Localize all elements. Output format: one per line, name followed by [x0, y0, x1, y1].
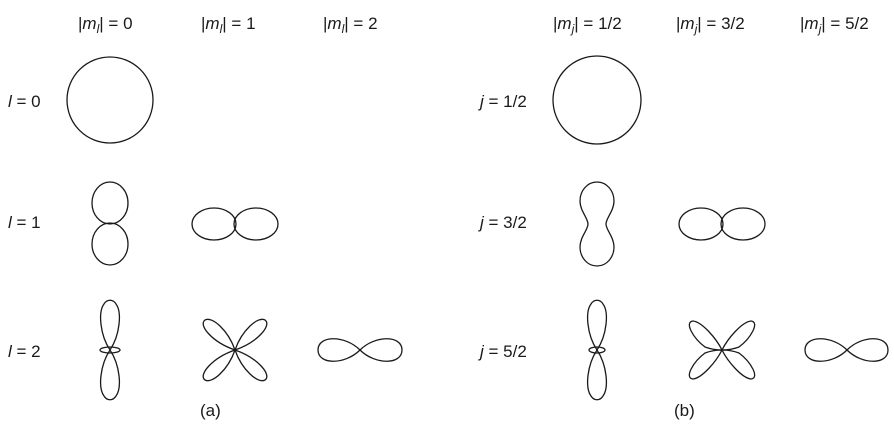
shape-b-j5-2-mj3-2-butterfly	[688, 320, 756, 380]
panel-a-col-header-ml-0: |ml| = 0	[78, 14, 133, 36]
panel-b-row-label-j-5-2: j = 5/2	[480, 342, 527, 361]
lobe	[586, 348, 608, 401]
panel-a-row-label-l-2: l = 2	[8, 342, 41, 361]
ring	[588, 346, 606, 354]
lobe	[233, 318, 268, 352]
panel-a-col-header-ml-1: |ml| = 1	[201, 14, 256, 36]
shape-b-j3-2-mj3-2-horizontal-lobes	[678, 207, 766, 241]
shape-a-l2-ml0-dz2	[99, 299, 121, 401]
panel-b-col-header-mj-1-2: |mj| = 1/2	[553, 14, 622, 36]
lobe	[233, 207, 279, 241]
panel-b-row-label-j-3-2: j = 3/2	[480, 213, 527, 232]
lobe	[91, 222, 129, 266]
panel-a-col-header-ml-2: |ml| = 2	[323, 14, 378, 36]
shape-b-j3-2-mj1-2-peanut	[579, 181, 615, 267]
lobe	[678, 207, 724, 241]
wing	[720, 320, 756, 351]
panel-b-caption: (b)	[674, 401, 695, 420]
panel-a-row-label-l-1: l = 1	[8, 213, 41, 232]
lobe	[804, 338, 848, 362]
lobe	[359, 338, 403, 362]
wing	[688, 320, 724, 351]
shape-a-l1-ml1-horizontal-lobes	[191, 207, 279, 241]
lobe	[191, 207, 237, 241]
shape-b-j5-2-mj5-2-figure-eight	[804, 338, 889, 362]
shape-a-l2-ml2-figure-eight	[317, 338, 403, 362]
wing	[720, 349, 756, 380]
shape-a-l0-ml0-sphere	[66, 56, 154, 144]
lobe	[99, 348, 121, 401]
lobe	[586, 299, 608, 352]
lobe	[202, 348, 237, 382]
lobe	[846, 338, 889, 362]
panel-b-col-header-mj-5-2: |mj| = 5/2	[800, 14, 869, 36]
shape-a-l1-ml0-vertical-lobes	[91, 181, 129, 266]
shape-b-j5-2-mj1-2-lobes	[586, 299, 608, 401]
lobe	[202, 318, 237, 352]
panel-a-caption: (a)	[200, 401, 221, 420]
shape-b-j1-2-mj1-2-sphere	[552, 55, 642, 145]
panel-b-col-header-mj-3-2: |mj| = 3/2	[676, 14, 745, 36]
lobe	[317, 338, 361, 362]
panel-b-row-label-j-1-2: j = 1/2	[480, 92, 527, 111]
ring	[99, 346, 121, 354]
lobe	[233, 348, 268, 382]
lobe	[720, 207, 766, 241]
panel-a-row-label-l-0: l = 0	[8, 92, 41, 111]
shape-a-l2-ml1-clover	[202, 318, 268, 382]
lobe	[91, 181, 129, 225]
wing	[688, 349, 724, 380]
lobe	[99, 299, 121, 352]
